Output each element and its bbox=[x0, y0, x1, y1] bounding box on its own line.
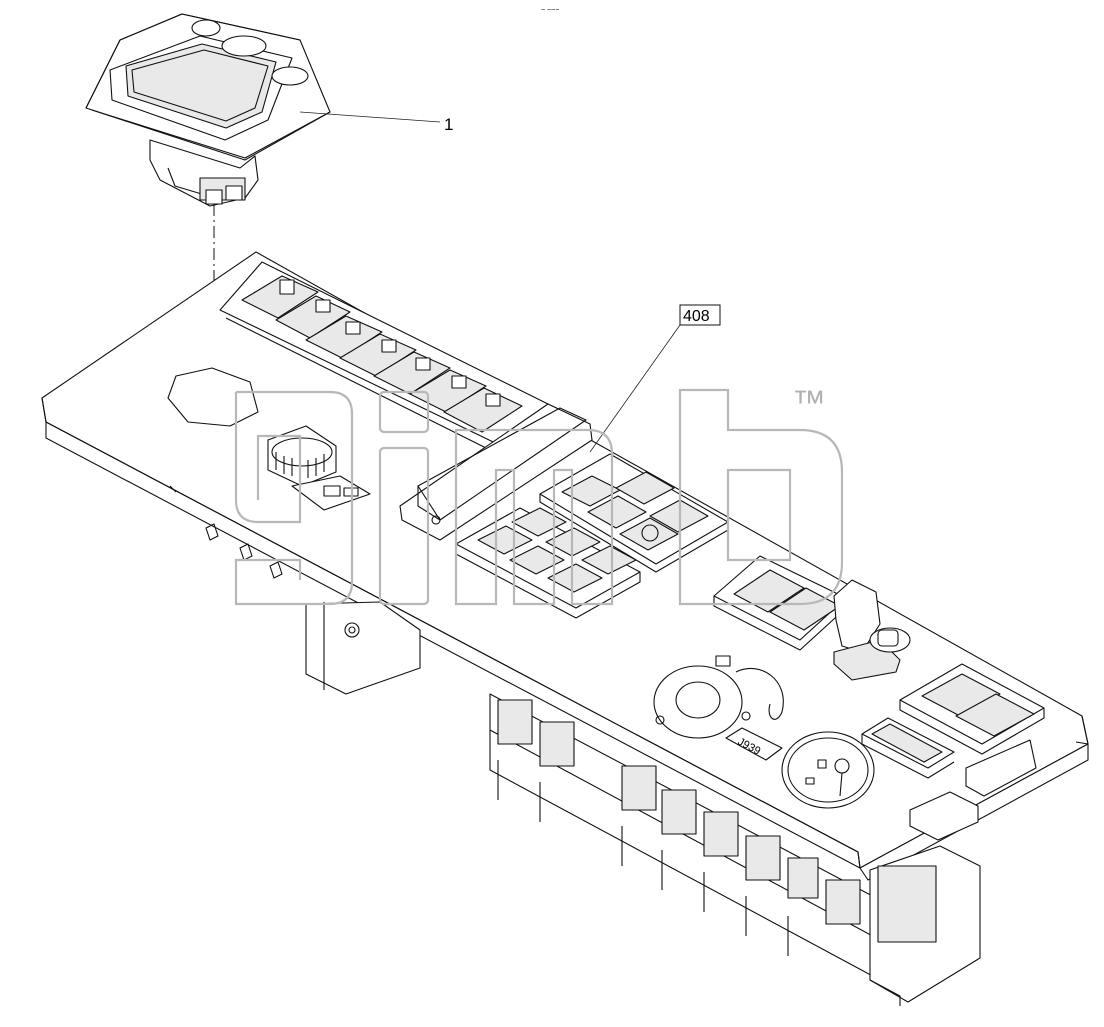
pad-button[interactable] bbox=[511, 507, 567, 537]
switch-rocker[interactable] bbox=[275, 295, 351, 339]
control-panel-assembly: J939 bbox=[41, 251, 1089, 1006]
switch-rocker[interactable] bbox=[955, 693, 1035, 737]
rotary-knob bbox=[267, 425, 371, 511]
pad-button[interactable] bbox=[509, 545, 565, 575]
pad-button[interactable] bbox=[615, 471, 675, 505]
switch-rocker[interactable] bbox=[733, 569, 805, 613]
rocker-switch-bank-right bbox=[861, 663, 1045, 779]
switch-rocker[interactable] bbox=[241, 275, 319, 319]
watermark-trademark: ™ bbox=[792, 384, 826, 422]
rocker-switch-bank-top bbox=[219, 261, 557, 463]
watermark-logo: ™ bbox=[234, 384, 844, 606]
pad-button[interactable] bbox=[581, 545, 637, 575]
display-module-part-1 bbox=[85, 13, 331, 207]
callout-label-part-1: 1 bbox=[444, 115, 453, 134]
switch-rocker[interactable] bbox=[305, 315, 383, 359]
switch-rocker[interactable] bbox=[871, 723, 943, 763]
switch-rocker[interactable] bbox=[443, 387, 523, 433]
pad-button[interactable] bbox=[587, 495, 647, 529]
bezel-ring-with-cable bbox=[653, 655, 784, 739]
switch-rocker[interactable] bbox=[339, 333, 417, 377]
pad-button[interactable] bbox=[619, 517, 679, 551]
relay-block-row bbox=[489, 693, 881, 981]
round-gauge bbox=[781, 731, 875, 809]
callout-box-part-408 bbox=[679, 304, 721, 326]
leader-line-part-1 bbox=[299, 111, 441, 123]
switch-pad-left bbox=[455, 507, 641, 619]
header-mark: ~ ~~~ bbox=[541, 7, 559, 14]
pad-button[interactable] bbox=[547, 563, 603, 593]
switch-rocker[interactable] bbox=[373, 351, 451, 395]
switch-rocker[interactable] bbox=[921, 673, 1001, 717]
leader-line-part-408 bbox=[589, 324, 681, 453]
callout-label-part-408: 408 bbox=[683, 308, 710, 325]
ignition-key[interactable] bbox=[833, 579, 911, 681]
